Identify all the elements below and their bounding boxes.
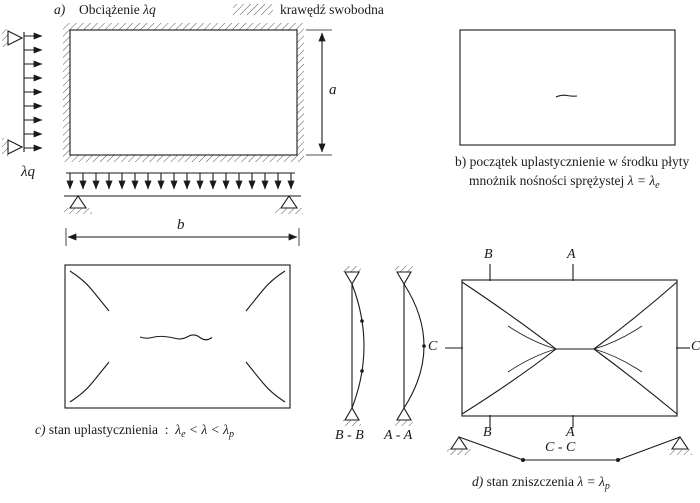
dim-a-label: a [329, 82, 337, 98]
panel-c-caption: c) stan uplastycznienia : λe < λ < λp [35, 422, 234, 440]
free-edge-legend-label: krawędź swobodna [280, 2, 384, 17]
mark-b-top: B [484, 247, 493, 262]
panel-a-title: Obciążenie λq [79, 2, 156, 17]
section-bb-drawing [343, 266, 365, 426]
section-bb-label: B - B [335, 428, 364, 443]
panel-a-drawing [2, 23, 332, 246]
panel-b-drawing [459, 29, 676, 146]
dim-b-label: b [177, 217, 185, 233]
panel-b-caption-line1: b) początek uplastycznienie w środku pły… [455, 154, 690, 169]
mark-b-bottom: B [483, 425, 492, 440]
mark-c-right: C [691, 339, 700, 354]
section-aa-drawing [395, 266, 426, 426]
mark-c-left: C [428, 339, 438, 354]
panel-d-caption: d) stan zniszczenia λ = λp [472, 474, 610, 492]
section-aa-label: A - A [384, 428, 413, 443]
edge-load-label: λq [21, 164, 35, 180]
section-cc-drawing [447, 436, 692, 462]
panel-d-drawing [445, 264, 690, 428]
mark-a-bottom: A [566, 425, 575, 440]
panel-c-drawing [64, 264, 291, 409]
panel-a-label: a) [54, 2, 66, 17]
mark-a-top: A [567, 247, 576, 262]
panel-b-caption-line2: mnożnik nośności sprężystej λ = λe [469, 173, 660, 191]
section-cc-label: C - C [545, 440, 576, 455]
free-edge-legend-swatch [233, 4, 273, 15]
